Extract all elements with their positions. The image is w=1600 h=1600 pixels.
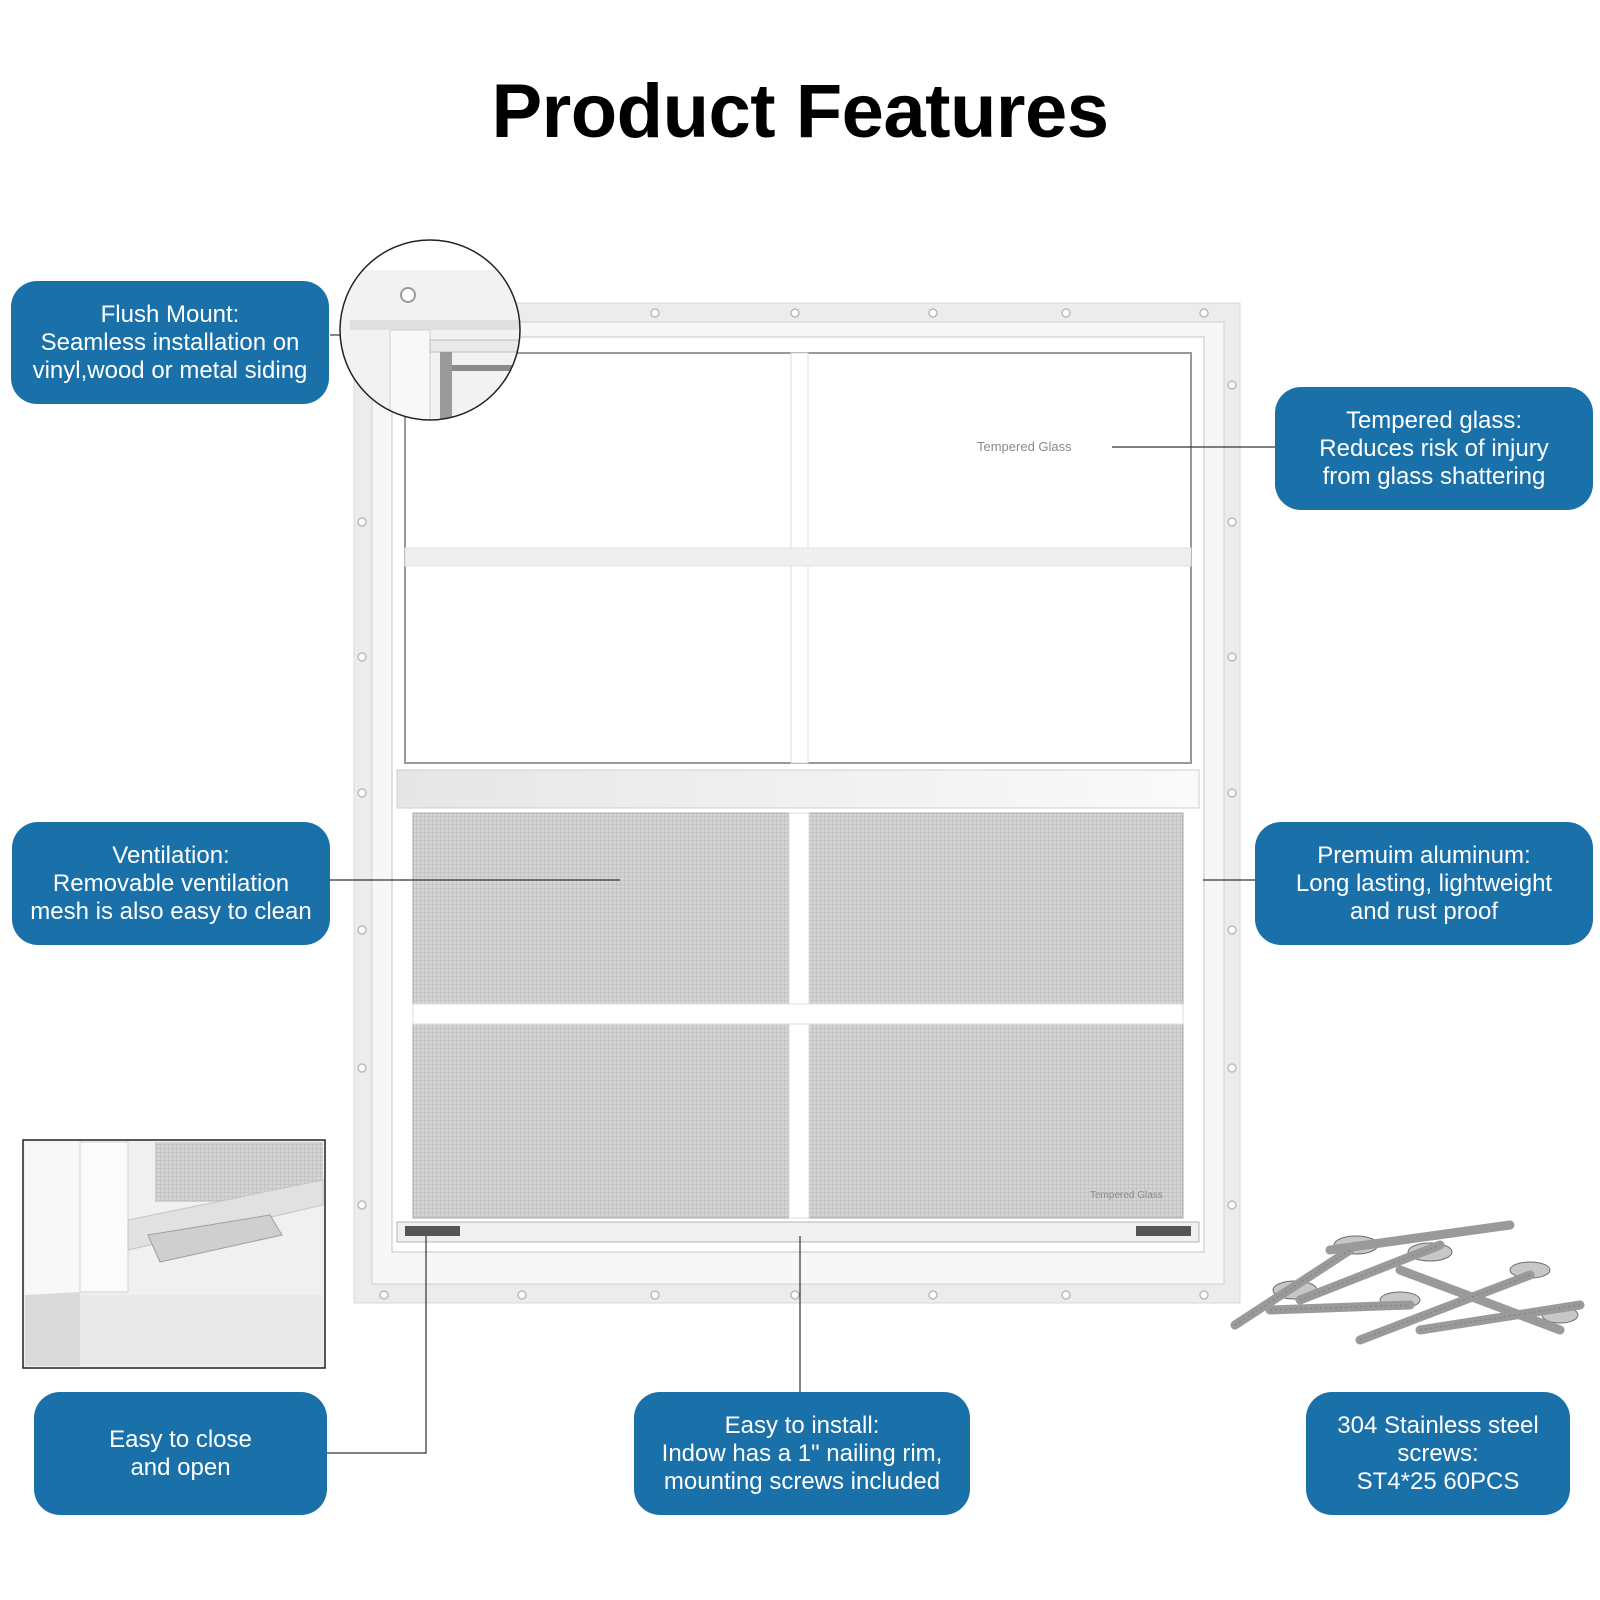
callout-tempered-glass: Tempered glass: Reduces risk of injury f… (1275, 387, 1593, 510)
callout-aluminum: Premuim aluminum: Long lasting, lightwei… (1255, 822, 1593, 945)
latch-detail-image (22, 1139, 326, 1369)
bottom-sill (396, 1221, 1200, 1243)
screws-pile-image (1230, 1220, 1585, 1345)
callout-ventilation: Ventilation: Removable ventilation mesh … (12, 822, 330, 945)
page-title: Product Features (491, 69, 1109, 154)
callout-line: vinyl,wood or metal siding (32, 356, 308, 384)
glass-horizontal-mullion (404, 547, 1192, 567)
callout-line: Reduces risk of injury (1319, 434, 1549, 462)
latch-left (405, 1226, 460, 1236)
callout-line: Tempered glass: (1345, 406, 1523, 434)
callout-line: Easy to close (109, 1425, 252, 1453)
callout-close-open: Easy to close and open (34, 1392, 327, 1515)
callout-line: screws: (1397, 1439, 1479, 1467)
callout-line: 304 Stainless steel (1337, 1411, 1539, 1439)
callout-line: and open (130, 1453, 231, 1481)
callout-line: Long lasting, lightweight (1295, 869, 1553, 897)
callout-line: Premuim aluminum: (1317, 841, 1531, 869)
latch-right (1136, 1226, 1191, 1236)
callout-line: Indow has a 1" nailing rim, (661, 1439, 943, 1467)
callout-install: Easy to install: Indow has a 1" nailing … (634, 1392, 970, 1515)
callout-line: Seamless installation on (40, 328, 300, 356)
callout-line: Removable ventilation (52, 869, 290, 897)
callout-line: from glass shattering (1322, 462, 1546, 490)
glass-label-lower: Tempered Glass (1090, 1190, 1163, 1201)
leader-lines (327, 334, 1275, 1454)
callout-screws: 304 Stainless steel screws: ST4*25 60PCS (1306, 1392, 1570, 1515)
callout-line: and rust proof (1349, 897, 1499, 925)
mesh-horizontal-mullion (412, 1003, 1184, 1025)
callout-flush-mount: Flush Mount: Seamless installation on vi… (11, 281, 329, 404)
callout-line: ST4*25 60PCS (1356, 1467, 1520, 1495)
callout-line: mounting screws included (663, 1467, 941, 1495)
meeting-rail (396, 769, 1200, 809)
callout-line: Ventilation: (112, 841, 230, 869)
callout-line: Flush Mount: (100, 300, 240, 328)
callout-line: Easy to install: (724, 1411, 880, 1439)
flange-holes (357, 308, 1237, 1300)
callout-line: mesh is also easy to clean (30, 897, 312, 925)
glass-label-upper: Tempered Glass (977, 439, 1072, 454)
